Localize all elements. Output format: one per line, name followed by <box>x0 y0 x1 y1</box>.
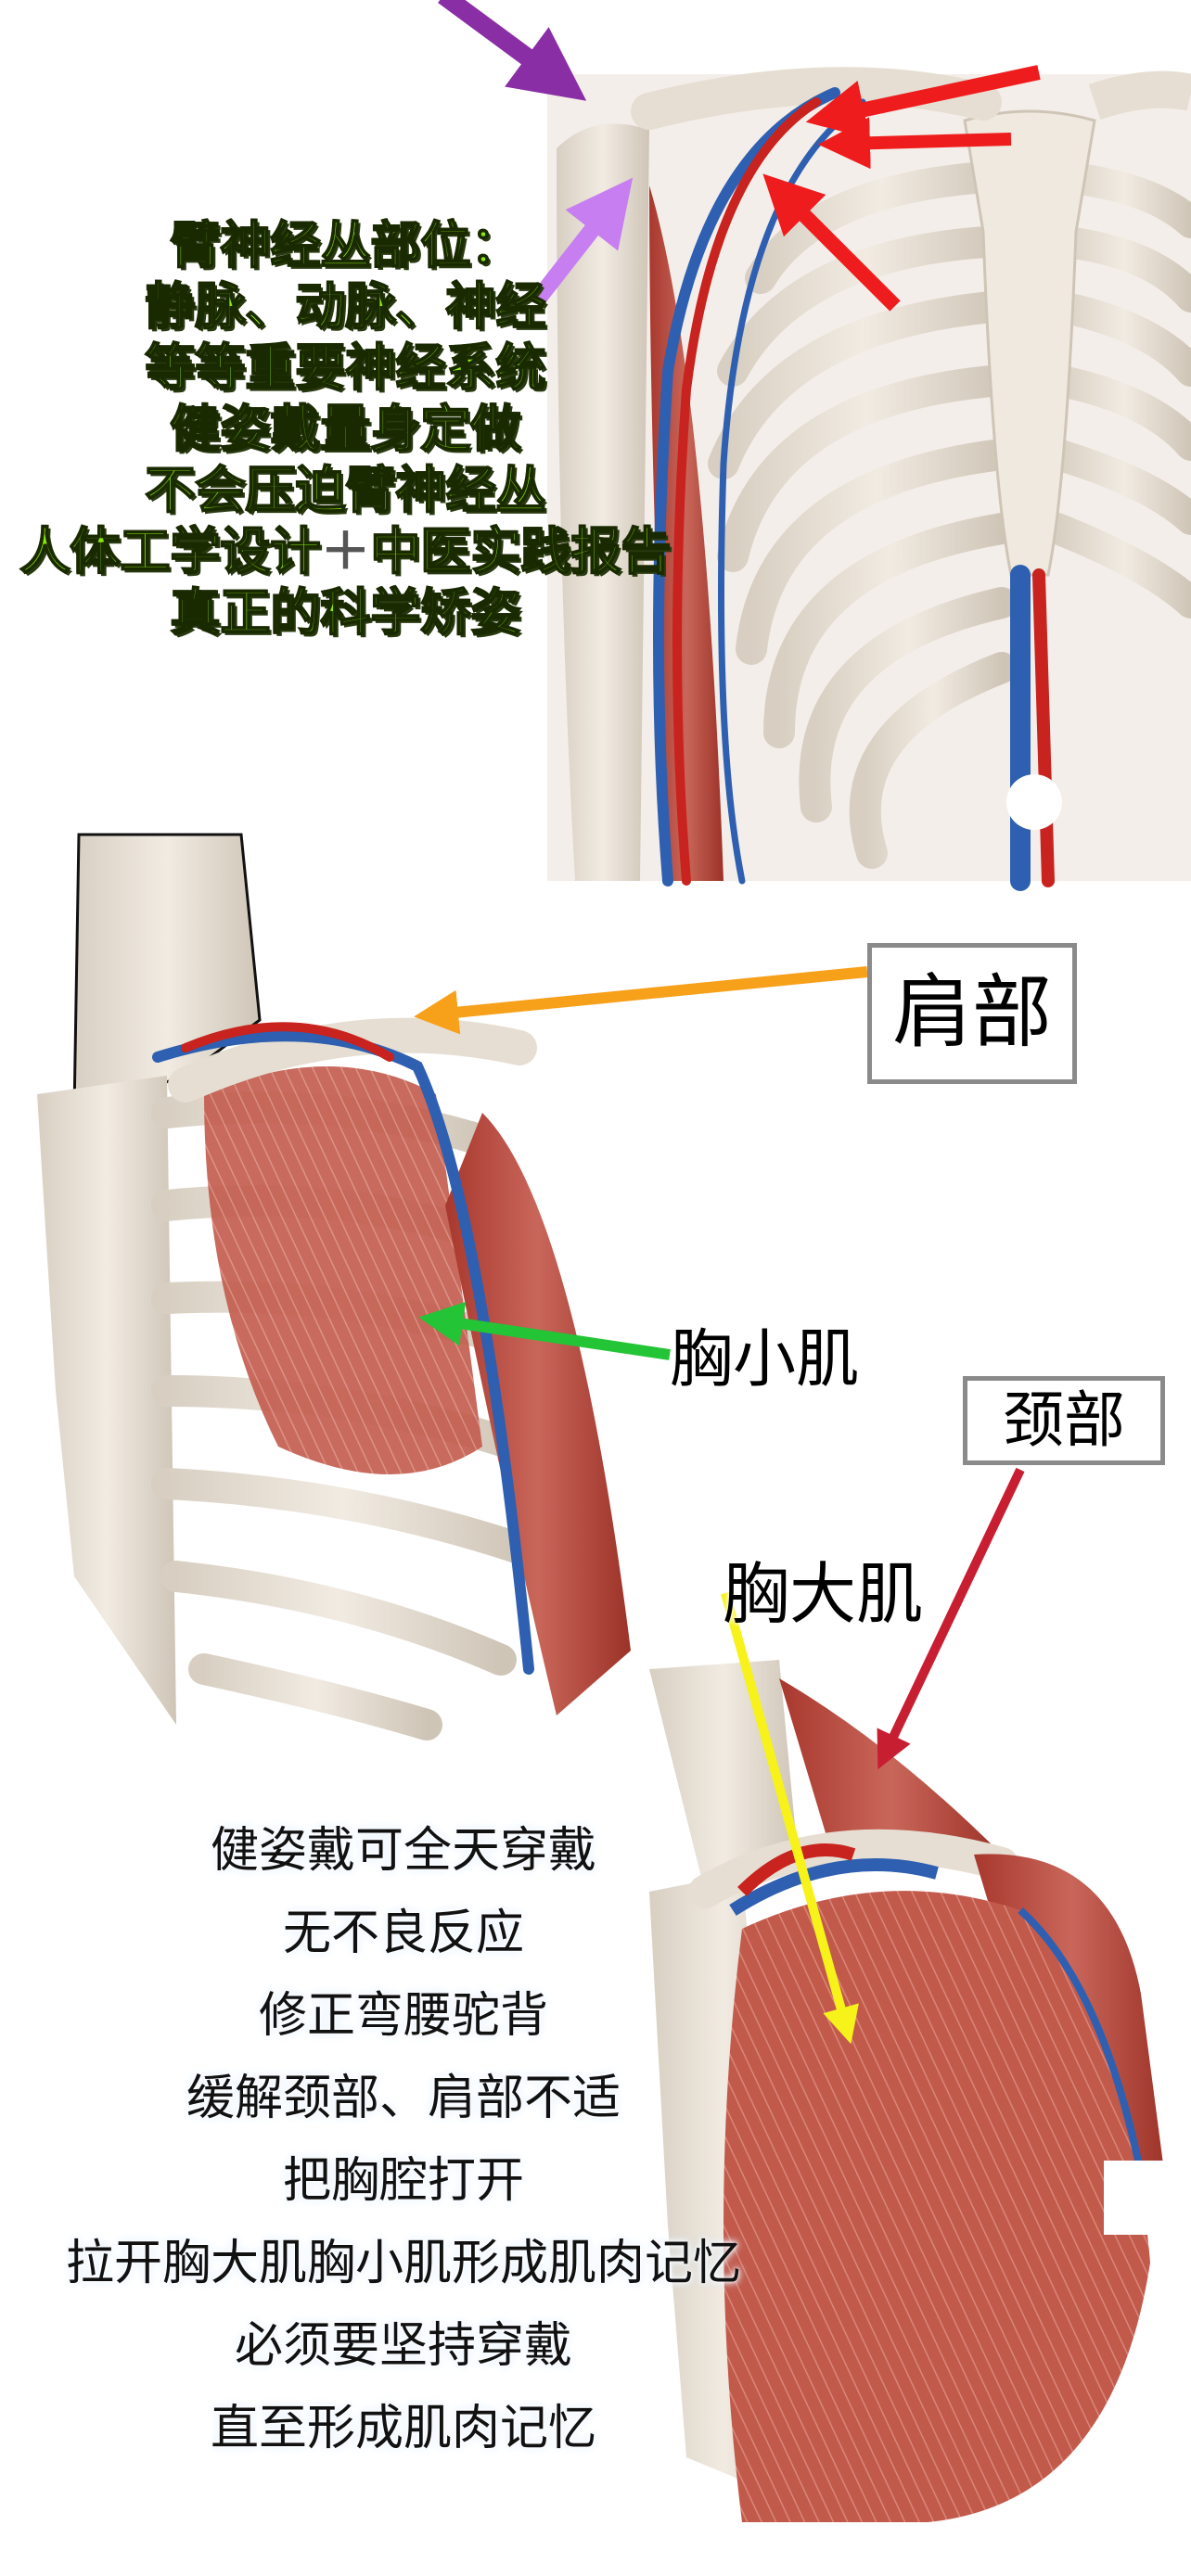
green-text-line: 等等重要神经系统 <box>145 338 547 398</box>
benefit-line: 拉开胸大肌胸小肌形成肌肉记忆 <box>65 2236 741 2291</box>
green-text-line: 臂神经丛部位： <box>170 215 522 275</box>
benefit-line: 直至形成肌肉记忆 <box>210 2401 596 2456</box>
benefit-line: 必须要坚持穿戴 <box>234 2318 572 2374</box>
neck-label: 颈部 <box>963 1376 1165 1465</box>
pectoralis-major-illustration <box>649 1660 1191 2522</box>
green-text-line: 健姿戴量身定做 <box>170 399 522 459</box>
orange-arrow <box>414 966 868 1035</box>
shoulder-label-text: 肩部 <box>892 966 1052 1059</box>
green-arrow <box>418 1301 671 1360</box>
green-text-line: 静脉、动脉、神经 <box>145 276 547 337</box>
benefit-line: 修正弯腰驼背 <box>258 1988 548 2044</box>
green-text-line: 真正的科学矫姿 <box>170 582 522 643</box>
benefit-line: 把胸腔打开 <box>282 2153 524 2209</box>
annotation-arrows <box>414 0 1041 2045</box>
green-text-part: 中医实践报告 <box>370 521 672 581</box>
green-text-line: 人体工学设计＋中医实践报告 <box>0 521 691 582</box>
lilac-arrow <box>529 177 634 307</box>
benefit-line: 无不良反应 <box>282 1906 524 1961</box>
shoulder-label: 肩部 <box>867 943 1077 1084</box>
red-arrow-1 <box>805 65 1041 139</box>
pectoralis-major-label: 胸大肌 <box>723 1555 924 1633</box>
crimson-arrow <box>877 1467 1025 1770</box>
pectoralis-minor-label: 胸小肌 <box>670 1323 860 1396</box>
pectoralis-minor-illustration <box>37 833 631 1741</box>
plus-sign: ＋ <box>320 522 371 580</box>
yellow-arrow <box>721 1591 859 2045</box>
green-text-part: 人体工学设计 <box>19 521 322 581</box>
benefits-text: 健姿戴可全天穿戴 无不良反应 修正弯腰驼背 缓解颈部、肩部不适 把胸腔打开 拉开… <box>0 1810 807 2470</box>
benefit-line: 缓解颈部、肩部不适 <box>186 2071 621 2126</box>
ribcage-vessels-illustration <box>547 67 1191 891</box>
brachial-plexus-text: 臂神经丛部位： 静脉、动脉、神经 等等重要神经系统 健姿戴量身定做 不会压迫臂神… <box>0 215 691 644</box>
red-arrow-3 <box>762 173 901 312</box>
green-text-line: 不会压迫臂神经丛 <box>145 460 547 520</box>
red-arrow-2 <box>818 117 1012 170</box>
benefit-line: 健姿戴可全天穿戴 <box>210 1823 596 1879</box>
neck-label-text: 颈部 <box>1003 1384 1125 1456</box>
purple-arrow <box>438 0 587 101</box>
